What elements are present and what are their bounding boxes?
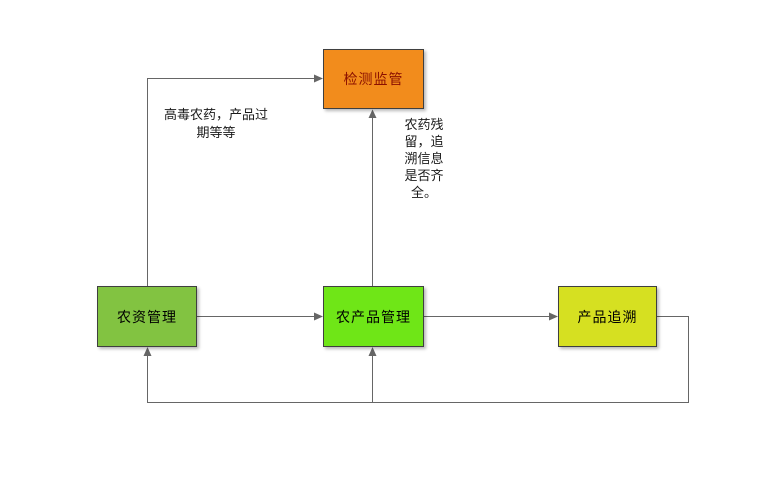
edge-label-line: 留，追: [404, 135, 444, 150]
node-agri-materials-management[interactable]: 农资管理: [97, 286, 197, 347]
edge-label-line: 是否齐: [404, 169, 444, 184]
node-detection-supervision[interactable]: 检测监管: [323, 49, 424, 109]
node-agri-products-management[interactable]: 农产品管理: [323, 286, 424, 347]
edge-label-line: 全。: [410, 186, 437, 201]
node-label: 检测监管: [343, 72, 404, 88]
node-product-traceability[interactable]: 产品追溯: [558, 286, 657, 347]
edge-nongchanpin-to-chanpin: [424, 312, 558, 321]
node-label: 农资管理: [117, 309, 177, 326]
edge-nongchanpin-to-jiance: [368, 109, 377, 286]
edge-nongzi-to-jiance: [147, 74, 323, 286]
node-label: 产品追溯: [577, 309, 638, 326]
edge-label-toxic-pesticides: 高毒农药，产品过 期等等: [158, 107, 274, 143]
edge-label-line: 农药残: [404, 118, 444, 133]
edge-label-line: 溯信息: [404, 152, 444, 167]
edge-label-line: 期等等: [196, 126, 236, 141]
edge-feedback-to-nongchanpin: [368, 347, 377, 403]
edge-label-line: 高毒农药，产品过: [163, 108, 268, 123]
node-label: 农产品管理: [336, 309, 411, 326]
edge-label-pesticide-residue: 农药残 留，追 溯信息 是否齐 全。: [400, 117, 448, 202]
edge-nongzi-to-nongchanpin: [197, 312, 323, 321]
edge-chanpin-feedback-to-nongzi: [143, 316, 689, 403]
